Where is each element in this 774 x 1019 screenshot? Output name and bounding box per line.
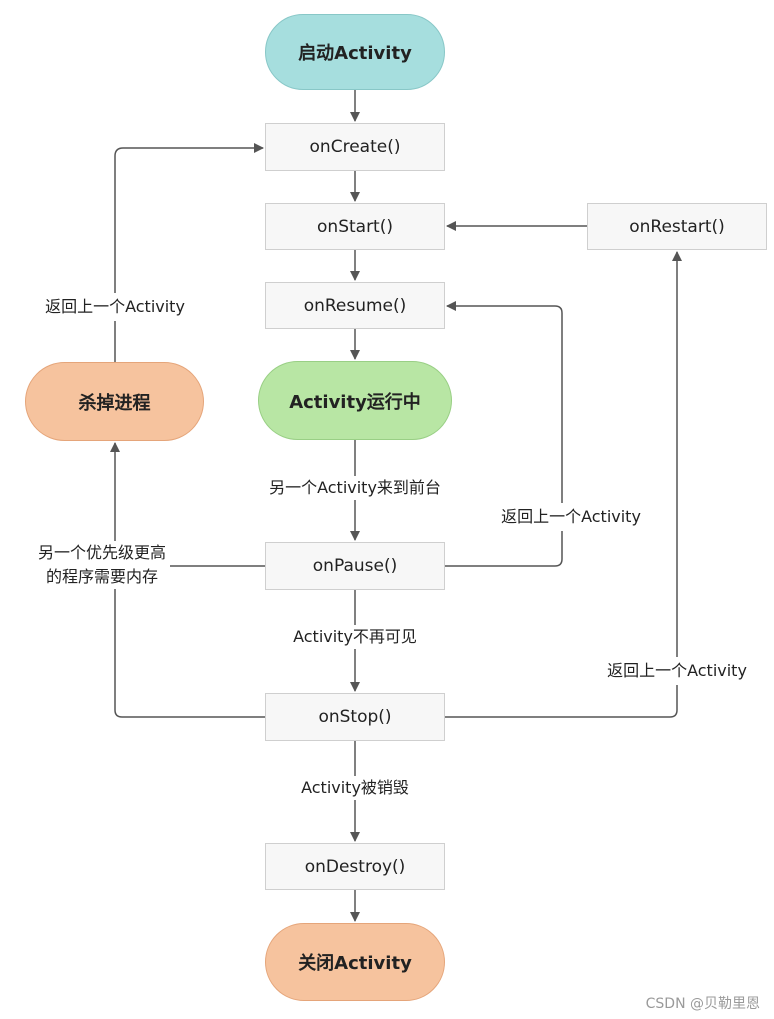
- arrow-kill-to-oncreate: [114, 143, 264, 362]
- start-activity-node: 启动Activity: [265, 14, 445, 90]
- label-back-to-activity-stop: 返回上一个Activity: [605, 657, 749, 685]
- onpause-node: onPause(): [265, 542, 445, 590]
- kill-process-node: 杀掉进程: [25, 362, 204, 441]
- label-another-activity-foreground: 另一个Activity来到前台: [267, 476, 443, 500]
- oncreate-node: onCreate(): [265, 123, 445, 171]
- label-back-to-activity-pause: 返回上一个Activity: [499, 503, 643, 531]
- onstop-node: onStop(): [265, 693, 445, 741]
- line-onstop-to-kill: [114, 566, 265, 718]
- label-higher-priority-line2: 的程序需要内存: [46, 567, 159, 586]
- activity-running-node: Activity运行中: [258, 361, 452, 440]
- arrow-onstop-to-onrestart: [445, 251, 682, 718]
- label-higher-priority-line1: 另一个优先级更高: [38, 543, 167, 562]
- label-higher-priority-memory: 另一个优先级更高 的程序需要内存: [34, 541, 171, 589]
- arrow-onpause-to-onresume: [445, 301, 563, 567]
- label-activity-destroyed: Activity被销毁: [299, 776, 411, 800]
- ondestroy-node: onDestroy(): [265, 843, 445, 890]
- label-back-to-activity-left: 返回上一个Activity: [43, 293, 187, 321]
- onstart-node: onStart(): [265, 203, 445, 250]
- label-activity-not-visible: Activity不再可见: [291, 625, 419, 649]
- shutdown-activity-node: 关闭Activity: [265, 923, 445, 1001]
- watermark: CSDN @贝勒里恩: [645, 996, 760, 1012]
- onrestart-node: onRestart(): [587, 203, 767, 250]
- onresume-node: onResume(): [265, 282, 445, 329]
